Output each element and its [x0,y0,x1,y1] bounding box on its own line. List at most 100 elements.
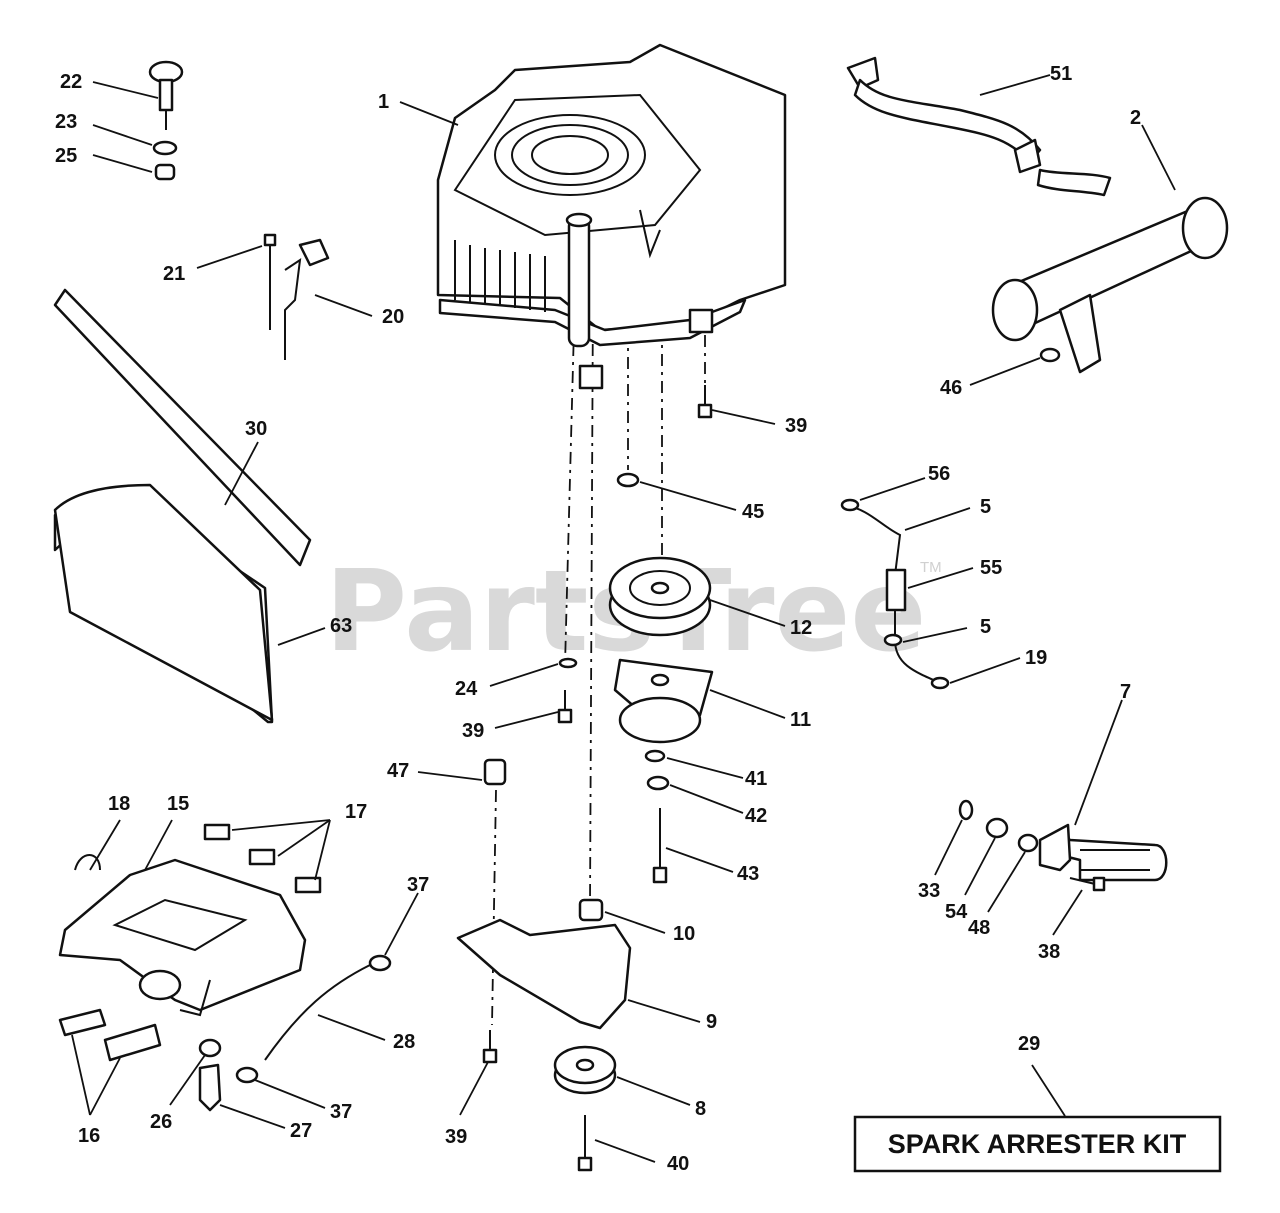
leader-27 [219,1104,286,1129]
callout-39b: 39 [462,720,484,742]
callout-25: 25 [55,145,77,167]
callout-37b: 37 [330,1101,352,1123]
leader-18 [89,819,121,871]
callout-47: 47 [387,760,409,782]
tank-pad-a [203,823,231,841]
washer-48 [1017,833,1039,853]
fitting-19 [930,676,950,690]
leader-9 [627,999,701,1023]
leader-33 [934,819,963,876]
muffler-part [991,196,1229,374]
clamp-37b [235,1066,259,1084]
washer-42 [646,775,670,791]
callout-21: 21 [163,263,185,285]
callout-16: 16 [78,1125,100,1147]
clamp-37a [368,954,392,972]
fuel-tank-part [58,858,307,1017]
leader-40 [594,1139,656,1163]
callout-17: 17 [345,801,367,823]
leader-39c [459,1061,489,1116]
leader-19 [949,657,1021,684]
callout-55: 55 [980,557,1002,579]
callout-5b: 5 [980,616,991,638]
bolt-43-head [652,866,668,884]
leader-54 [964,837,996,896]
washer-41 [644,749,666,763]
leader-17a [231,819,331,831]
callout-28: 28 [393,1031,415,1053]
callout-30: 30 [245,418,267,440]
leader-56 [859,477,926,501]
callout-24: 24 [455,678,478,700]
callout-1: 1 [378,91,389,113]
leader-17c [314,819,331,881]
callout-46: 46 [940,377,962,399]
clutch-11 [613,658,714,744]
leader-16a [71,1034,91,1116]
centerline-e [491,789,497,1026]
callout-2: 2 [1130,107,1141,129]
tank-pad-b [248,848,276,866]
callout-19: 19 [1025,647,1047,669]
leader-22 [92,81,159,99]
leader-45 [639,481,737,511]
callout-18: 18 [108,793,130,815]
bolt-38-head [1092,876,1106,892]
leader-21 [196,245,263,269]
leader-26 [169,1054,206,1106]
callout-45: 45 [742,501,764,523]
leader-46 [969,357,1041,386]
leader-48 [987,851,1026,913]
leader-51 [979,74,1051,96]
throttle-linkage-part [263,233,330,360]
leader-42 [669,784,744,814]
callout-22: 22 [60,71,82,93]
leader-37b [254,1079,326,1109]
leader-37a [384,892,419,956]
dipstick-part [148,60,184,181]
callout-15: 15 [167,793,189,815]
washer-54 [985,817,1009,839]
kit-label: SPARK ARRESTER KIT [888,1129,1187,1159]
leader-15 [144,819,173,871]
leader-2 [1141,124,1176,191]
fitting-27 [198,1063,222,1112]
callout-12: 12 [790,617,812,639]
clamp-5b [883,633,903,647]
leader-29 [1031,1064,1066,1117]
fuel-line-28 [264,964,371,1061]
leader-47 [417,771,483,781]
tank-pad-d [58,1008,107,1037]
callout-63: 63 [330,615,352,637]
leader-5b [902,627,968,643]
callout-8: 8 [695,1098,706,1120]
callout-20: 20 [382,306,404,328]
callout-38: 38 [1038,941,1060,963]
callout-37a: 37 [407,874,429,896]
leader-39a [711,409,776,425]
spacer-47 [483,758,507,786]
leader-16b [89,1057,121,1116]
callout-33: 33 [918,880,940,902]
tank-pad-e [103,1023,162,1062]
callout-9: 9 [706,1011,717,1033]
bolt-39b-head [557,708,573,724]
clip-18 [74,854,101,871]
bolt-40-head [577,1156,593,1172]
callout-5a: 5 [980,496,991,518]
leader-39b [494,711,559,729]
leader-20 [314,294,373,317]
callout-7: 7 [1120,681,1131,703]
leader-28 [317,1014,386,1041]
callout-43: 43 [737,863,759,885]
callout-10: 10 [673,923,695,945]
leader-5a [904,507,971,531]
leader-24 [489,663,559,687]
leader-12 [709,599,786,627]
exhaust-pipe-part [846,56,1112,197]
washer-24 [558,657,578,669]
washer-33 [958,799,974,821]
spacer-10 [578,898,604,922]
leader-23 [92,124,153,146]
callout-56: 56 [928,463,950,485]
